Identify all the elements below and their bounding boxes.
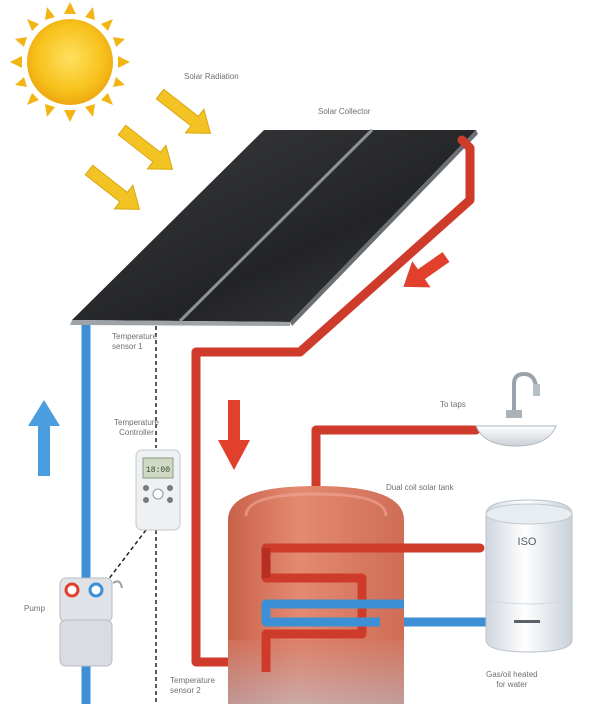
solar-collector-panel [70,128,478,326]
tank-heating-coils [261,543,404,672]
solar-radiation-arrow-icon [155,88,212,134]
controller-icon: 18:00 [135,449,181,531]
label-to-taps: To taps [440,400,466,409]
label-dual-coil-solar-tank: Dual coil solar tank [386,483,454,492]
boiler-icon [485,499,573,653]
label-solar-collector: Solar Collector [318,107,371,116]
solar-radiation-arrow-icon [84,164,141,210]
solar-radiation-arrow-icon [117,124,174,170]
sensor-wires [107,326,157,704]
flow-arrow-icon [218,252,450,470]
label-temperature-controller: Temperature Controller [114,418,159,437]
label-temperature-sensor-1: Temperature sensor 1 [112,332,157,351]
cold-flow-arrow-icon [28,400,60,476]
label-solar-radiation: Solar Radiation [184,72,239,81]
label-pump: Pump [24,604,45,613]
controller-display: 18:00 [146,466,170,475]
pump-icon [59,577,123,667]
boiler-brand: ISO [518,536,537,548]
solar-radiation-arrows [84,88,212,210]
label-boiler: Gas/oil heated for water [486,670,538,689]
faucet-icon [475,371,557,447]
dual-coil-solar-tank [228,486,404,704]
sun-icon [10,2,130,122]
label-temperature-sensor-2: Temperature sensor 2 [170,676,215,695]
